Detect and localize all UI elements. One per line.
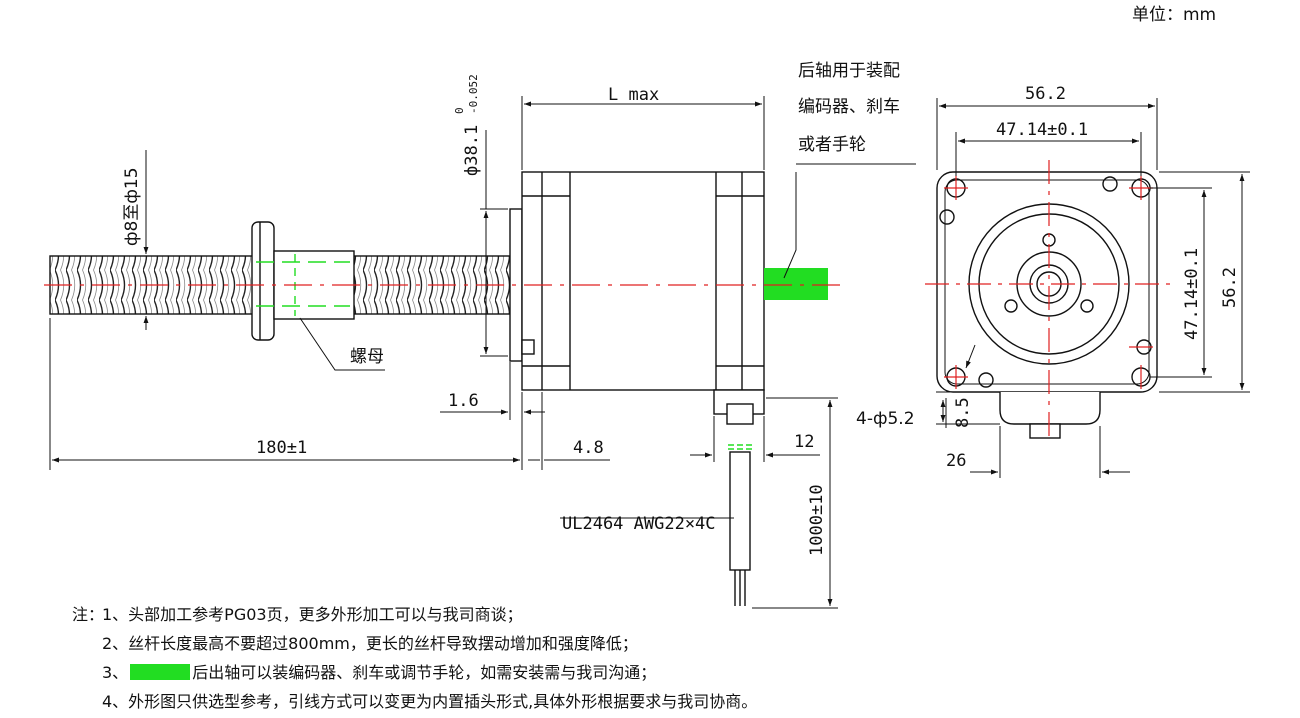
notes-block: 注：1、头部加工参考PG03页，更多外形加工可以与我司商谈； 2、丝杆长度最高不… (72, 600, 972, 716)
motor-body (521, 171, 765, 391)
end-dimensions (936, 98, 1250, 478)
units-label: 单位：mm (1132, 5, 1216, 25)
svg-text:-0.052: -0.052 (467, 74, 480, 114)
dim-cable-length: 1000±10 (807, 484, 827, 556)
svg-text:ф38.1: ф38.1 (462, 125, 482, 176)
note-item: 3、后出轴可以装编码器、刹车或调节手轮，如需安装需与我司沟通； (102, 663, 657, 682)
dim-box-width: 26 (946, 451, 966, 471)
label-cable-spec: UL2464 AWG22×4C (562, 514, 716, 534)
cable-box (999, 392, 1101, 425)
end-view (936, 171, 1158, 439)
side-view (44, 171, 840, 606)
dim-flange-thickness: 1.6 (448, 391, 479, 411)
side-dimensions (49, 96, 916, 609)
dim-face-height: 56.2 (1220, 267, 1240, 308)
dim-flange-dia: ф38.1 0 -0.052 (453, 74, 482, 176)
callout-line-1: 后轴用于装配 (798, 61, 900, 81)
callout-line-2: 编码器、刹车 (798, 97, 900, 117)
svg-text:0: 0 (453, 107, 466, 114)
dim-screw-length: 180±1 (256, 438, 307, 458)
label-nut: 螺母 (350, 347, 384, 367)
highlight-swatch (130, 664, 191, 680)
dim-box-offset: 8.5 (953, 397, 973, 428)
callout-line-3: 或者手轮 (798, 135, 866, 155)
dim-hole-spacing-h: 47.14±0.1 (996, 120, 1088, 140)
dim-hole-spacing-v: 47.14±0.1 (1182, 248, 1202, 340)
notes-prefix: 注： (72, 605, 105, 624)
rear-shaft-highlight (764, 268, 828, 300)
dim-mount-holes: 4-ф5.2 (856, 409, 915, 429)
note-item: 4、外形图只供选型参考，引线方式可以变更为内置插头形式,具体外形根据要求与我司协… (102, 692, 758, 711)
cable-outlet (713, 389, 765, 606)
dim-boss-length: 4.8 (573, 438, 604, 458)
note-item: 2、丝杆长度最高不要超过800mm，更长的丝杆导致摆动增加和强度降低； (102, 634, 638, 653)
note-item: 注：1、头部加工参考PG03页，更多外形加工可以与我司商谈； (72, 600, 972, 629)
dim-face-width: 56.2 (1025, 84, 1066, 104)
dim-cable-offset: 12 (794, 432, 814, 452)
end-centerlines (925, 160, 1170, 440)
dim-l-max: L max (608, 85, 659, 105)
dim-screw-dia: ф8至ф15 (122, 167, 142, 246)
